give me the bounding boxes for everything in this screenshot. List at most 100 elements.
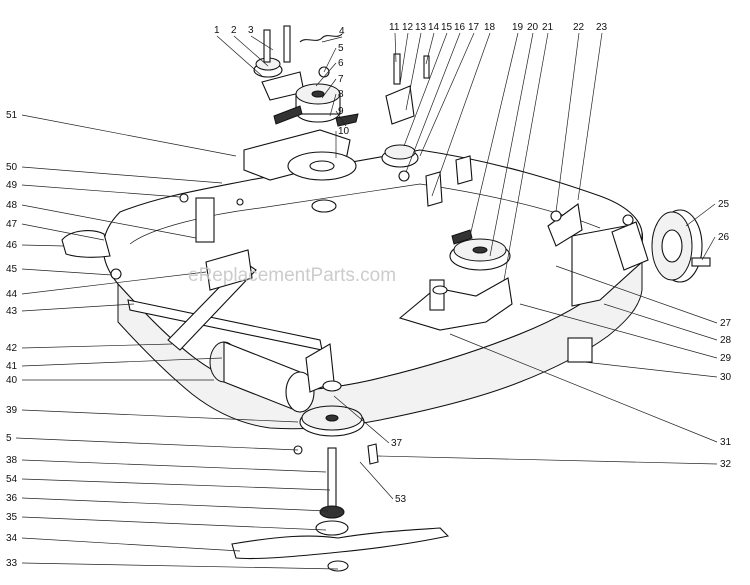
callout-49: 49: [6, 180, 181, 198]
blade-spindle: [231, 380, 450, 572]
callout-label: 27: [720, 318, 732, 329]
callout-3: 3: [248, 25, 274, 51]
callout-14: 14: [425, 22, 440, 65]
callout-32: 32: [377, 455, 732, 470]
callout-51: 51: [6, 110, 237, 157]
callout-label: 17: [468, 22, 480, 33]
leader-line: [21, 497, 329, 512]
callout-label: 37: [391, 438, 403, 449]
callout-8: 8: [329, 89, 344, 117]
callout-23: 23: [577, 22, 608, 201]
callout-label: 9: [338, 106, 344, 117]
callout-27: 27: [555, 265, 732, 329]
callout-label: 53: [395, 494, 407, 505]
leader-line: [315, 62, 337, 87]
callout-label: 16: [454, 22, 466, 33]
callout-2: 2: [231, 25, 269, 67]
leader-line: [335, 110, 347, 127]
callout-label: 46: [6, 240, 18, 251]
leader-line: [21, 166, 223, 184]
leader-line: [21, 478, 331, 491]
leader-line: [21, 244, 65, 247]
callout-label: 31: [720, 437, 732, 448]
callout-label: 6: [338, 58, 344, 69]
leader-line: [250, 35, 274, 51]
callout-46: 46: [6, 240, 65, 251]
leader-line: [555, 32, 580, 213]
callout-5: 5: [323, 43, 344, 73]
hitch-and-roller: [61, 193, 335, 413]
callout-21: 21: [503, 22, 554, 281]
gauge-wheel: [611, 209, 711, 283]
leader-line: [333, 395, 390, 444]
leader-line: [685, 203, 716, 227]
callout-35: 35: [6, 512, 327, 531]
callout-label: 47: [6, 219, 18, 230]
leader-line: [701, 236, 716, 261]
leader-line: [21, 357, 223, 367]
leader-line: [583, 361, 718, 378]
leader-line: [21, 343, 173, 349]
leader-line: [449, 333, 718, 443]
callout-label: 38: [6, 455, 18, 466]
callout-label: 49: [6, 180, 18, 191]
leader-line: [469, 32, 519, 237]
middle-pulley-group: [381, 53, 473, 207]
callout-label: 8: [338, 89, 344, 100]
leader-line: [394, 32, 397, 63]
callout-label: 7: [338, 74, 344, 85]
callout-44: 44: [6, 271, 207, 300]
leader-line: [21, 223, 105, 241]
callout-7: 7: [321, 74, 344, 99]
callout-label: 21: [542, 22, 554, 33]
chute-flap: [567, 337, 593, 363]
leader-line: [21, 184, 181, 198]
right-pulley-group: [398, 203, 583, 331]
leader-line: [21, 516, 327, 531]
callout-22: 22: [555, 22, 585, 213]
callout-label: 50: [6, 162, 18, 173]
callout-28: 28: [603, 303, 732, 346]
callout-36: 36: [6, 493, 329, 512]
callout-26: 26: [701, 232, 730, 261]
callout-53: 53: [359, 461, 407, 505]
callout-6: 6: [315, 58, 344, 87]
callout-20: 20: [489, 22, 539, 257]
callout-11: 11: [389, 22, 400, 63]
callout-39: 39: [6, 405, 299, 423]
callout-label: 5: [6, 433, 12, 444]
leader-line: [399, 32, 409, 85]
callout-label: 32: [720, 459, 732, 470]
callout-label: 48: [6, 200, 18, 211]
callout-label: 4: [339, 26, 345, 37]
leader-line: [323, 47, 337, 73]
leader-line: [21, 537, 241, 552]
callout-34: 34: [6, 533, 241, 552]
callout-label: 29: [720, 353, 732, 364]
leader-line: [21, 459, 327, 473]
callout-43: 43: [6, 303, 135, 317]
callout-label: 19: [512, 22, 524, 33]
leader-line: [329, 93, 337, 117]
leader-line: [321, 36, 343, 43]
callout-41: 41: [6, 357, 223, 372]
leader-line: [21, 204, 197, 239]
callout-label: 33: [6, 558, 18, 569]
leader-line: [489, 32, 534, 257]
callout-label: 22: [573, 22, 585, 33]
callout-label: 10: [338, 126, 350, 137]
callout-45: 45: [6, 264, 113, 276]
leader-line: [233, 35, 269, 67]
callout-30: 30: [583, 361, 732, 383]
leader-line: [519, 303, 718, 359]
callout-40: 40: [6, 375, 214, 386]
callout-47: 47: [6, 219, 105, 241]
callout-label: 13: [415, 22, 427, 33]
callout-38: 38: [6, 455, 327, 473]
callout-42: 42: [6, 343, 173, 354]
callout-31: 31: [449, 333, 732, 448]
callout-37: 37: [333, 395, 403, 449]
callout-15: 15: [403, 22, 453, 147]
